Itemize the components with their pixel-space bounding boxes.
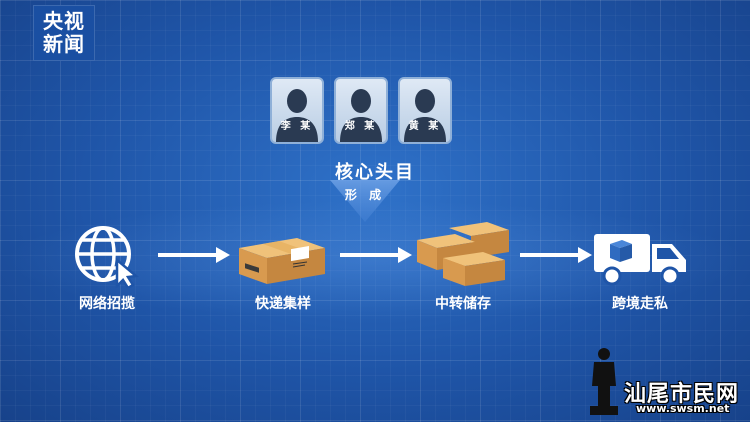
cctv-news-logo: 央视 新闻 xyxy=(33,5,95,61)
person-name: 郑 某 xyxy=(344,121,378,132)
person-name: 黄 某 xyxy=(408,121,442,132)
person-name: 李 某 xyxy=(280,121,314,132)
logo-line2: 新闻 xyxy=(43,32,85,56)
flow-label-online-recruit: 网络招揽 xyxy=(79,296,135,312)
stacked-boxes-icon xyxy=(417,222,509,286)
formed-label: 形 成 xyxy=(344,188,386,202)
flow-label-transit-storage: 中转储存 xyxy=(435,296,491,312)
delivery-truck-icon xyxy=(594,234,686,286)
formed-indicator: 形 成 xyxy=(330,180,400,222)
globe-cursor-icon xyxy=(75,226,139,288)
person-card-li: 李 某 xyxy=(270,77,324,144)
flow-arrow-3 xyxy=(520,247,592,263)
person-silhouette-icon xyxy=(340,89,382,142)
core-leaders-label: 核心头目 xyxy=(335,162,415,183)
flow-arrow-1 xyxy=(158,247,230,263)
person-silhouette-icon xyxy=(276,89,318,142)
down-triangle-icon xyxy=(330,180,400,222)
statue-silhouette-icon xyxy=(590,348,618,415)
flow-label-cross-border-smuggle: 跨境走私 xyxy=(612,296,668,312)
person-card-huang: 黄 某 xyxy=(398,77,452,144)
person-card-zheng: 郑 某 xyxy=(334,77,388,144)
flow-arrow-2 xyxy=(340,247,412,263)
watermark-url: www.swsm.net xyxy=(636,402,730,415)
parcel-box-icon xyxy=(239,238,325,284)
logo-line1: 央视 xyxy=(43,9,85,33)
person-silhouette-icon xyxy=(404,89,446,142)
watermark-text: 汕尾市民网 xyxy=(624,381,740,407)
flow-label-express-collect: 快递集样 xyxy=(255,296,311,312)
